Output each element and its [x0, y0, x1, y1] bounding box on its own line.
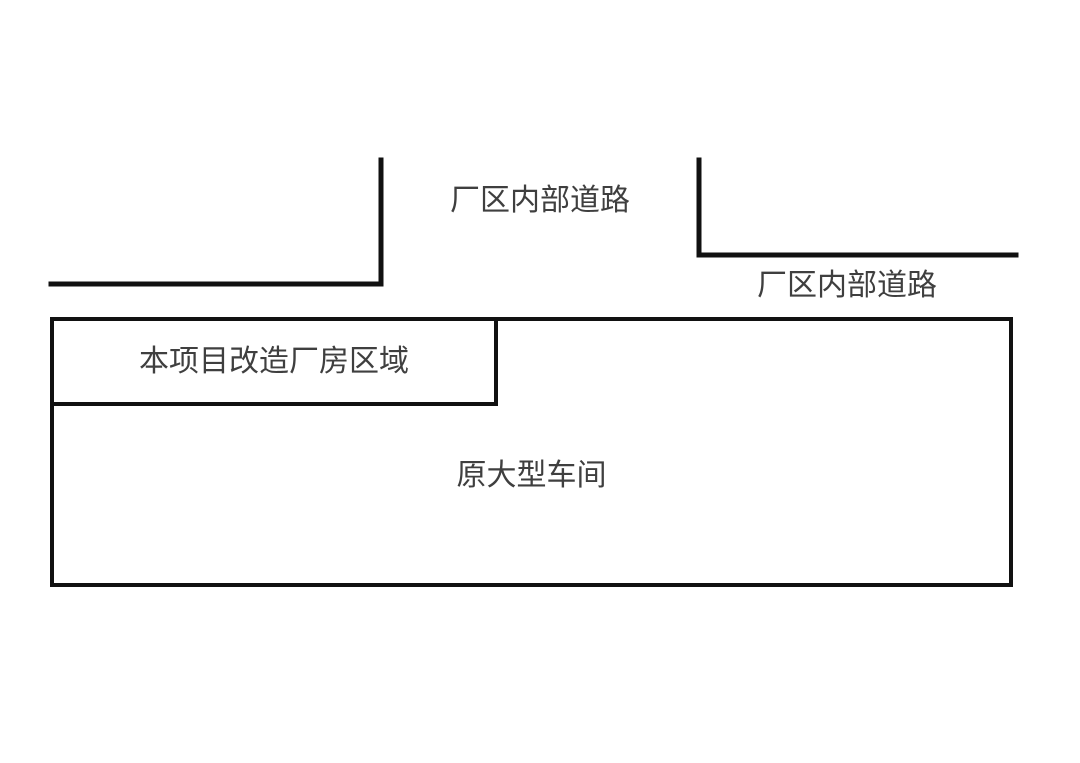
renovation-area-outline: 本项目改造厂房区域	[50, 317, 498, 406]
renovation-area-label: 本项目改造厂房区域	[139, 343, 409, 379]
road-label-top: 厂区内部道路	[450, 183, 630, 218]
road-label-right: 厂区内部道路	[757, 268, 937, 303]
road-line-left	[48, 157, 384, 287]
road-line-right	[696, 157, 1019, 258]
workshop-label: 原大型车间	[456, 458, 607, 493]
